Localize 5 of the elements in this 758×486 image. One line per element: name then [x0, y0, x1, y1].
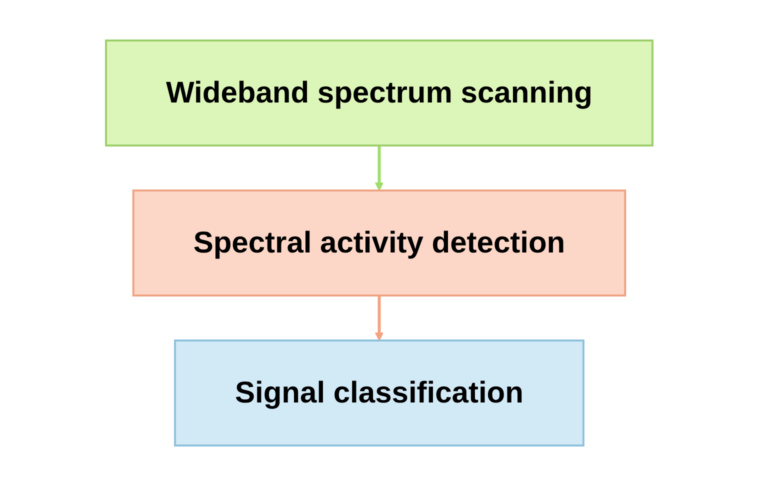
- arrow: [374, 296, 384, 341]
- node-box: Signal classification: [174, 340, 584, 446]
- node-box: Spectral activity detection: [132, 190, 626, 296]
- arrow: [374, 146, 384, 191]
- node-box: Wideband spectrum scanning: [104, 40, 654, 146]
